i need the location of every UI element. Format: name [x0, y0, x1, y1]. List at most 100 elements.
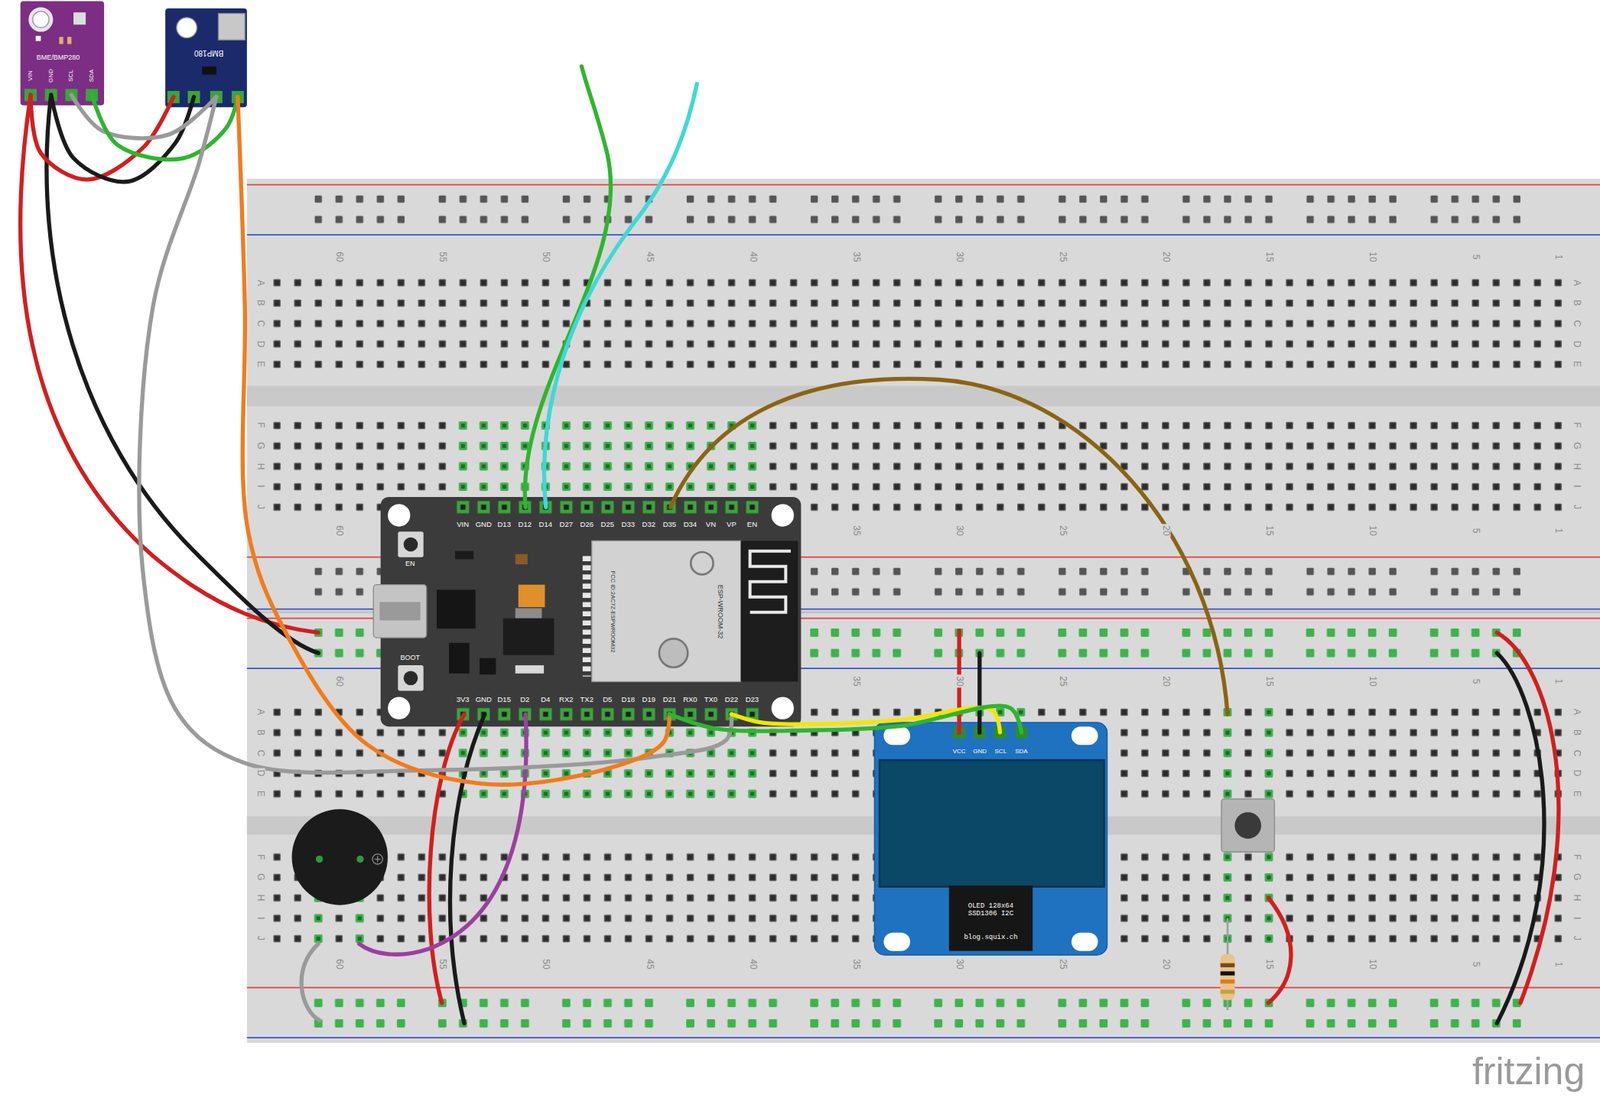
esp32-board	[771, 696, 794, 719]
pin-name: D4	[540, 695, 550, 704]
buzzer	[292, 809, 388, 905]
row-letter: H	[255, 461, 266, 472]
bme280-sensor	[20, 1, 105, 106]
pin-name: SDA	[1014, 748, 1028, 756]
row-letter: B	[1571, 728, 1582, 738]
column-number: 1	[1553, 677, 1564, 687]
esp32-board	[387, 696, 410, 719]
row-letter: C	[255, 318, 266, 329]
resistor-symbol	[1220, 963, 1236, 968]
bme280-sensor	[73, 12, 86, 25]
breadboard	[266, 272, 1570, 374]
part-label: ESP-WROOM-32	[715, 585, 724, 640]
esp32-board	[403, 670, 419, 686]
breadboard	[247, 184, 1600, 186]
push-button	[1221, 799, 1275, 853]
pin-name: D21	[663, 695, 677, 704]
jumper-wire	[301, 943, 320, 1021]
breadboard	[452, 702, 764, 804]
row-letter: H	[1571, 893, 1582, 904]
row-letter: I	[1571, 484, 1582, 490]
row-letter: G	[255, 440, 266, 451]
row-letter: F	[1571, 421, 1582, 430]
sensor-board: BMP180	[165, 8, 248, 98]
jumper-wire	[139, 97, 732, 774]
esp32-board	[771, 504, 794, 527]
jumper-wire	[450, 714, 485, 1024]
column-number: 45	[643, 957, 654, 971]
breadboard	[247, 178, 1600, 1044]
column-number: 50	[540, 250, 551, 264]
esp32-board	[452, 497, 764, 518]
esp32-board	[436, 589, 476, 629]
jumper-wire	[359, 714, 527, 955]
row-letter: I	[1571, 915, 1582, 921]
row-letter: D	[1571, 338, 1582, 349]
esp32-board	[387, 504, 410, 527]
column-number: 10	[1367, 675, 1378, 689]
button-label: EN	[405, 560, 416, 569]
bmp180-sensor	[165, 8, 248, 108]
pin-name: D23	[745, 695, 759, 704]
jumper-wire	[544, 84, 698, 508]
row-letter: D	[255, 768, 266, 779]
breadboard	[1216, 702, 1237, 804]
jumper-wire	[670, 378, 1228, 715]
esp32-board	[373, 585, 427, 638]
pin-name: GND	[475, 520, 492, 529]
row-letter: C	[1571, 747, 1582, 758]
pin-name: SCL	[995, 748, 1008, 756]
breadboard	[305, 188, 1531, 230]
jumper-wire	[1268, 897, 1292, 1003]
buzzer	[372, 854, 383, 865]
esp32-board	[690, 552, 713, 575]
column-number: 30	[953, 250, 964, 264]
row-letter: J	[1571, 503, 1582, 511]
column-number: 5	[1470, 959, 1481, 969]
column-number: 40	[747, 957, 758, 971]
jumper-wire	[1496, 653, 1545, 1024]
pin-name: VP	[726, 520, 737, 529]
column-number: 60	[334, 523, 345, 537]
column-number: 10	[1367, 957, 1378, 971]
row-letter: C	[255, 747, 266, 758]
bmp180-sensor	[201, 66, 217, 75]
row-letter: D	[1571, 768, 1582, 779]
esp32-board	[452, 704, 764, 726]
column-number: 1	[1553, 253, 1564, 262]
column-number: 30	[953, 957, 964, 971]
column-number: 5	[1470, 526, 1481, 535]
pin-name: D13	[497, 520, 511, 529]
column-number: 20	[1160, 250, 1171, 264]
column-number: 10	[1367, 250, 1378, 264]
pin-name: D14	[539, 520, 553, 529]
esp32-board	[515, 608, 543, 618]
column-number: 1	[1553, 526, 1564, 535]
row-letter: J	[255, 934, 266, 943]
esp32-board	[582, 556, 592, 677]
column-number: 60	[334, 250, 345, 264]
column-number: 25	[1056, 250, 1067, 264]
row-letter: A	[1571, 707, 1582, 717]
oled-display	[883, 933, 911, 952]
part-label: blog.squix.ch	[963, 934, 1018, 943]
part-label: OLED 128x64 SSD1306 I2C	[966, 904, 1015, 920]
esp32-board	[518, 585, 546, 608]
bme280-sensor	[58, 36, 63, 44]
pin-name: GND	[972, 748, 987, 756]
row-letter: F	[255, 421, 266, 430]
row-letter: I	[255, 915, 266, 921]
pin-name: D2	[520, 695, 530, 704]
column-number: 45	[643, 250, 654, 264]
column-number: 35	[850, 675, 861, 689]
pin-name: D27	[559, 520, 573, 529]
column-number: 20	[1160, 675, 1171, 689]
oled-display	[1071, 933, 1099, 952]
row-letter: G	[255, 872, 266, 883]
row-letter: F	[1571, 852, 1582, 862]
oled-display	[949, 885, 1033, 951]
pin-name: D19	[642, 695, 656, 704]
breadboard	[247, 185, 1600, 1038]
column-number: 25	[1056, 957, 1067, 971]
part-label: BME/BMP280	[36, 54, 81, 62]
